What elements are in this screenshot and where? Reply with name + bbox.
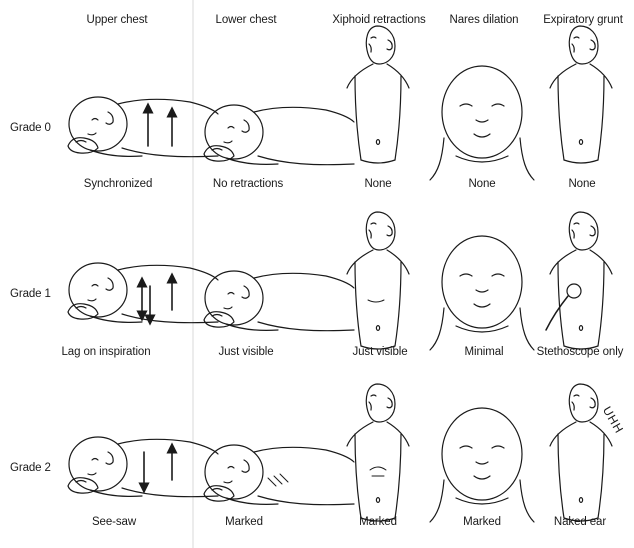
grade2-upper-chest-figure [68, 437, 218, 497]
grade0-grunt-figure [550, 26, 612, 163]
grade2-xiphoid-figure [347, 384, 409, 521]
grade2-grunt-figure [550, 384, 612, 521]
grade1-upper-chest-figure [68, 263, 218, 323]
grade1-xiphoid-figure [347, 212, 409, 349]
grade1-grunt-figure [546, 212, 612, 349]
grade2-nares-figure [430, 408, 534, 522]
grade0-lower-chest-figure [204, 105, 354, 165]
stethoscope-icon [546, 284, 581, 330]
grade1-lower-chest-figure [204, 271, 354, 331]
grade2-lower-chest-figure [204, 445, 354, 505]
grade0-xiphoid-figure [347, 26, 409, 163]
grade0-upper-chest-figure [68, 97, 218, 157]
grade1-nares-figure [430, 236, 534, 350]
grade0-nares-figure [430, 66, 534, 180]
